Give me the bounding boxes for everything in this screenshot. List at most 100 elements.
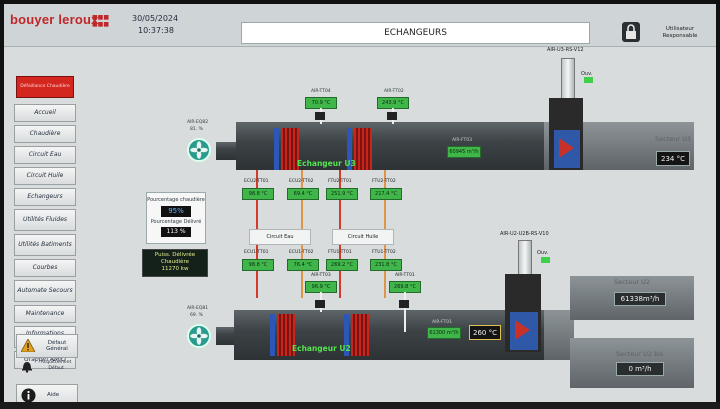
time-display: 10:37:38 bbox=[138, 26, 174, 35]
valve-u3-tag: AIR-U3-RS-V12 bbox=[547, 47, 584, 53]
nav-courbes[interactable]: Courbes bbox=[14, 259, 76, 277]
boiler-percentage-panel: Pourcentage chaudière 95% Pourcentage Dé… bbox=[146, 192, 206, 244]
tt02-sensor-icon bbox=[387, 112, 397, 120]
ftu1-tt02-tag: FTU1-TT02 bbox=[372, 250, 396, 255]
nav-utilites-fluides[interactable]: Utilités Fluides bbox=[14, 209, 76, 231]
sector-u2-flow: 61338m³/h bbox=[614, 292, 666, 306]
exchanger-u3-water bbox=[281, 128, 299, 170]
ftu2-tt02-tag: FTU2-TT02 bbox=[372, 179, 396, 184]
exchanger-u3-oil-coil bbox=[347, 128, 352, 170]
sector-u2bis-label: Secteur U2 bis bbox=[616, 350, 664, 358]
nav-circuit-huile[interactable]: Circuit Huile bbox=[14, 167, 76, 185]
fan-u3-value: 81. % bbox=[190, 127, 203, 132]
circuit-eau-button[interactable]: Circuit Eau bbox=[249, 229, 311, 245]
fan-u2-icon[interactable] bbox=[187, 324, 211, 348]
ftu2-tt01-value: 251.9 °C bbox=[326, 188, 358, 200]
valve-u2-status-led bbox=[541, 257, 550, 263]
exchanger-u3-water-coil bbox=[274, 128, 279, 170]
exchanger-u2-water-coil bbox=[270, 314, 275, 356]
duct-u2-inlet bbox=[216, 327, 236, 345]
boiler-fault-button[interactable]: Défaillance Chaudière bbox=[16, 76, 74, 98]
tt01-tag: AIR-TT01 bbox=[395, 273, 415, 278]
ecu2-tt02-tag: ECU2-TT02 bbox=[289, 179, 314, 184]
exchanger-u3-label: Echangeur U3 bbox=[297, 159, 356, 168]
bell-icon bbox=[22, 362, 32, 373]
exchanger-u2-oil bbox=[351, 314, 369, 356]
tt03-sensor-icon bbox=[315, 300, 325, 308]
ecu1-tt01-value: 98.8 °C bbox=[242, 259, 274, 271]
user-label: Utilisateur bbox=[665, 26, 695, 32]
help-button[interactable]: Aide bbox=[16, 384, 78, 402]
ft01-value: 61300 m³/h bbox=[427, 327, 461, 339]
nav-automate-secours[interactable]: Automate Secours bbox=[14, 280, 76, 302]
user-name: Responsable bbox=[662, 33, 698, 39]
boiler-pct-label: Pourcentage chaudière bbox=[147, 197, 205, 203]
sector-u2bis-flow: 0 m³/h bbox=[616, 362, 664, 376]
tt02-tag: AIR-TT02 bbox=[384, 89, 404, 94]
boiler-power-value: 11270 kw bbox=[161, 266, 189, 272]
boiler-delivered-value: 113 % bbox=[161, 227, 191, 237]
boiler-power-panel: Puiss. Délivrée Chaudière 11270 kw bbox=[142, 249, 208, 277]
top-bar: bouyer leroux ■■■■■■ 30/05/2024 10:37:38… bbox=[4, 4, 716, 47]
duct-u3-inlet bbox=[216, 142, 238, 160]
fan-u3-tag: AIR-EQ82 bbox=[187, 120, 209, 125]
acknowledge-label: Acquittement Défaut bbox=[40, 360, 72, 371]
valve-u3-open-label: Ouv. bbox=[581, 71, 593, 77]
logo-dots-icon: ■■■■■■ bbox=[92, 14, 110, 28]
ecu2-tt01-tag: ECU2-TT01 bbox=[244, 179, 269, 184]
sector-u3-label: Secteur U3 bbox=[655, 135, 691, 143]
circuit-huile-button[interactable]: Circuit Huile bbox=[332, 229, 394, 245]
nav-chaudiere[interactable]: Chaudière bbox=[14, 125, 76, 143]
fan-u3-icon[interactable] bbox=[187, 138, 211, 162]
exchanger-u2-water bbox=[277, 314, 295, 356]
ftu2-tt01-tag: FTU2-TT01 bbox=[328, 179, 352, 184]
tt01-sensor-icon bbox=[399, 300, 409, 308]
exchanger-u2-oil-coil bbox=[344, 314, 349, 356]
valve-u2-tag: AIR-U2-U2B-RS-V10 bbox=[500, 231, 549, 237]
lock-icon[interactable] bbox=[621, 21, 641, 43]
tt03-tag: AIR-TT03 bbox=[311, 273, 331, 278]
valve-u3-status-led bbox=[584, 77, 593, 83]
warning-icon bbox=[21, 339, 35, 352]
exchanger-u2-label: Echangeur U2 bbox=[292, 344, 351, 353]
nav-utilites-batiments[interactable]: Utilités Batiments bbox=[14, 234, 76, 256]
ftu2-tt02-value: 217.4 °C bbox=[370, 188, 402, 200]
monitor-bezel bbox=[0, 402, 720, 409]
sidebar-nav: Accueil Chaudière Circuit Eau Circuit Hu… bbox=[14, 104, 76, 372]
help-label: Aide bbox=[47, 392, 60, 398]
ftu1-tt01-value: 269.2 °C bbox=[326, 259, 358, 271]
boiler-delivered-label: Pourcentage Délivré bbox=[150, 219, 202, 225]
ft03-value: 60945 m³/h bbox=[447, 146, 481, 158]
valve-u2-arrow-icon bbox=[515, 320, 530, 340]
ft03-tag: AIR-FT03 bbox=[452, 138, 472, 143]
sector-u2-label: Secteur U2 bbox=[614, 278, 650, 286]
nav-maintenance[interactable]: Maintenance bbox=[14, 305, 76, 323]
nav-circuit-eau[interactable]: Circuit Eau bbox=[14, 146, 76, 164]
boiler-pct-value: 95% bbox=[161, 206, 191, 217]
ft01-tag: AIR-FT01 bbox=[432, 320, 452, 325]
hmi-screen: bouyer leroux ■■■■■■ 30/05/2024 10:37:38… bbox=[4, 4, 716, 402]
general-fault-button[interactable]: Défaut Général bbox=[16, 334, 78, 358]
ecu1-tt02-value: 76.4 °C bbox=[287, 259, 319, 271]
acknowledge-fault-button[interactable]: Acquittement Défaut bbox=[16, 357, 76, 379]
valve-u2-actuator bbox=[518, 240, 532, 278]
fan-u2-value: 69. % bbox=[190, 313, 203, 318]
fan-u2-tag: AIR-EQ81 bbox=[187, 306, 209, 311]
page-title: ECHANGEURS bbox=[241, 22, 590, 44]
tt01-probe bbox=[404, 292, 406, 332]
ecu1-tt02-tag: ECU1-TT02 bbox=[289, 250, 314, 255]
info-icon bbox=[21, 388, 36, 402]
brand-logo: bouyer leroux bbox=[10, 12, 99, 27]
exchanger-u3-oil bbox=[354, 128, 372, 170]
tt04-sensor-icon bbox=[315, 112, 325, 120]
nav-accueil[interactable]: Accueil bbox=[14, 104, 76, 122]
general-fault-label: Défaut Général bbox=[46, 340, 68, 352]
user-info: Utilisateur Responsable bbox=[654, 26, 706, 40]
valve-u3-arrow-icon bbox=[559, 138, 574, 158]
nav-echangeurs[interactable]: Echangeurs bbox=[14, 188, 76, 206]
ecu2-tt01-value: 98.8 °C bbox=[242, 188, 274, 200]
ftu1-tt02-value: 231.8 °C bbox=[370, 259, 402, 271]
ftu1-tt01-tag: FTU1-TT01 bbox=[328, 250, 352, 255]
boiler-power-label: Puiss. Délivrée Chaudière bbox=[154, 252, 196, 265]
ecu1-tt01-tag: ECU1-TT01 bbox=[244, 250, 269, 255]
